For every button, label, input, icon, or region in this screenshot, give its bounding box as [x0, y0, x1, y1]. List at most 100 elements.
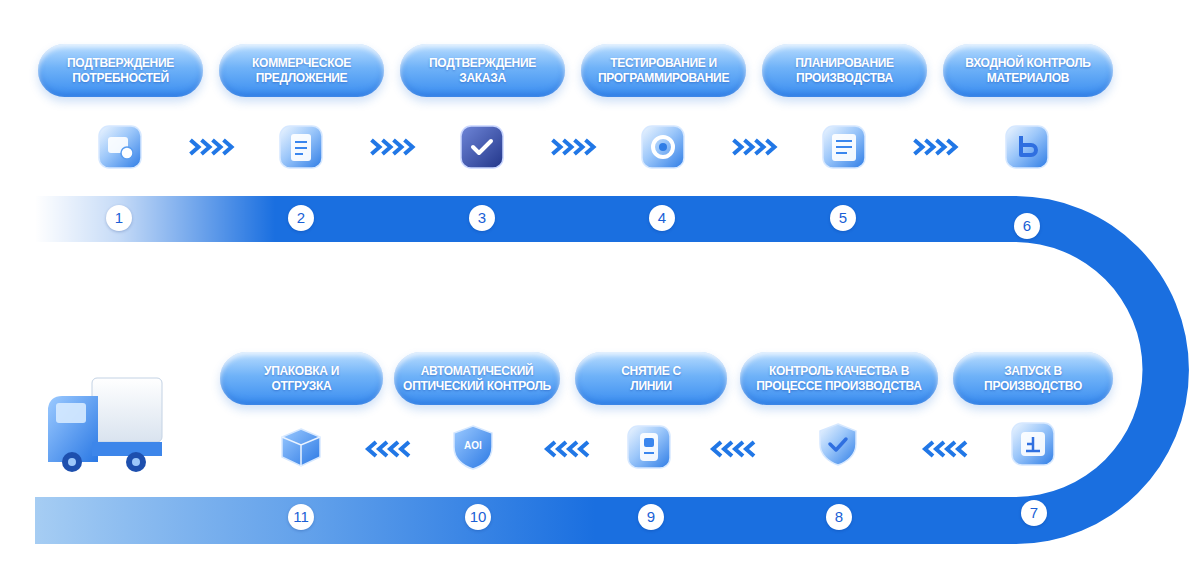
process-step: ПОДТВЕРЖДЕНИЕ ПОТРЕБНОСТЕЙ: [38, 44, 203, 180]
step-label: УПАКОВКА И ОТГРУЗКА: [247, 364, 357, 394]
process-step: СНЯТИЕ С ЛИНИИ: [575, 352, 727, 478]
step-number: 2: [288, 205, 314, 231]
step-icon: [461, 126, 503, 168]
step-icon: [282, 429, 320, 466]
icon-shield: [454, 426, 492, 469]
icon-tile: [99, 126, 141, 168]
icon-tile: [823, 126, 865, 168]
step-number: 1: [106, 205, 132, 231]
icon-glyph: [644, 438, 654, 447]
icon-shield: [820, 424, 856, 465]
step-number: 5: [830, 205, 856, 231]
process-step: ПОДТВЕРЖДЕНИЕ ЗАКАЗА: [400, 44, 565, 180]
icon-glyph: [295, 142, 307, 154]
flow-chevrons: [547, 442, 588, 456]
icon-tile: [628, 426, 670, 468]
flow-chevrons: [372, 140, 413, 154]
step-number: 11: [288, 504, 314, 530]
process-step: ПЛАНИРОВАНИЕ ПРОИЗВОДСТВА: [762, 44, 927, 180]
step-label: СНЯТИЕ С ЛИНИИ: [601, 364, 701, 394]
band-fade: [35, 196, 275, 242]
icon-glyph: [473, 141, 491, 153]
icon-tile: [1006, 126, 1048, 168]
flow-chevrons: [368, 442, 409, 456]
icon-tile: [461, 126, 503, 168]
step-label: ПЛАНИРОВАНИЕ ПРОИЗВОДСТВА: [770, 56, 920, 86]
icon-glyph: [291, 134, 311, 161]
truck-wheel: [62, 452, 82, 472]
step-number: 6: [1014, 213, 1040, 239]
process-step: ВХОДНОЙ КОНТРОЛЬ МАТЕРИАЛОВ: [943, 44, 1113, 180]
step-label: ЗАПУСК В ПРОИЗВОДСТВО: [963, 364, 1103, 394]
step-pill: ПОДТВЕРЖДЕНИЕ ЗАКАЗА: [400, 44, 565, 97]
icon-box: [282, 429, 320, 466]
icon-label: AOI: [458, 439, 488, 453]
process-band: [35, 196, 1189, 544]
icon-glyph: [830, 439, 846, 450]
step-icon: [1006, 126, 1048, 168]
process-step: ТЕСТИРОВАНИЕ И ПРОГРАММИРОВАНИЕ: [581, 44, 746, 180]
process-step: УПАКОВКА И ОТГРУЗКА: [220, 352, 383, 478]
step-number: 8: [826, 504, 852, 530]
step-pill: ВХОДНОЙ КОНТРОЛЬ МАТЕРИАЛОВ: [943, 44, 1113, 97]
step-label: КОНТРОЛЬ КАЧЕСТВА В ПРОЦЕССЕ ПРОИЗВОДСТВ…: [744, 364, 934, 394]
icon-glyph: [1021, 432, 1045, 456]
step-label: ПОДТВЕРЖДЕНИЕ ПОТРЕБНОСТЕЙ: [46, 56, 196, 86]
flow-chevrons: [553, 140, 594, 154]
step-icon: [280, 126, 322, 168]
icon-tile: [280, 126, 322, 168]
process-step: ЗАПУСК В ПРОИЗВОДСТВО: [953, 352, 1113, 478]
process-step: АВТОМАТИЧЕСКИЙ ОПТИЧЕСКИЙ КОНТРОЛЬ: [394, 352, 560, 478]
step-pill: КОНТРОЛЬ КАЧЕСТВА В ПРОЦЕССЕ ПРОИЗВОДСТВ…: [740, 352, 938, 405]
flow-chevrons: [713, 442, 754, 456]
truck-window: [56, 403, 86, 423]
step-pill: УПАКОВКА И ОТГРУЗКА: [220, 352, 383, 405]
icon-glyph: [640, 433, 658, 461]
step-icon: [823, 126, 865, 168]
icon-glyph: [1021, 136, 1036, 155]
step-icon: [1012, 423, 1054, 465]
icon-tile: [1012, 423, 1054, 465]
step-icon: [99, 126, 141, 168]
step-pill: ТЕСТИРОВАНИЕ И ПРОГРАММИРОВАНИЕ: [581, 44, 746, 97]
step-pill: ПОДТВЕРЖДЕНИЕ ПОТРЕБНОСТЕЙ: [38, 44, 203, 97]
step-pill: СНЯТИЕ С ЛИНИИ: [575, 352, 727, 405]
icon-glyph: [644, 452, 654, 454]
step-number: 3: [469, 205, 495, 231]
step-icon: [642, 126, 684, 168]
step-icon: [628, 426, 670, 468]
step-pill: КОММЕРЧЕСКОЕ ПРЕДЛОЖЕНИЕ: [219, 44, 384, 97]
step-pill: ПЛАНИРОВАНИЕ ПРОИЗВОДСТВА: [762, 44, 927, 97]
flow-chevrons: [925, 442, 966, 456]
icon-tile: [642, 126, 684, 168]
icon-glyph: [1026, 437, 1040, 451]
icon-glyph: [659, 143, 667, 151]
step-pill: АВТОМАТИЧЕСКИЙ ОПТИЧЕСКИЙ КОНТРОЛЬ: [394, 352, 560, 405]
step-number: 9: [638, 504, 664, 530]
step-number: 4: [649, 205, 675, 231]
step-label: ТЕСТИРОВАНИЕ И ПРОГРАММИРОВАНИЕ: [589, 56, 739, 86]
process-step: КОНТРОЛЬ КАЧЕСТВА В ПРОЦЕССЕ ПРОИЗВОДСТВ…: [740, 352, 938, 478]
band-fade: [35, 497, 595, 544]
step-label: КОММЕРЧЕСКОЕ ПРЕДЛОЖЕНИЕ: [242, 56, 362, 86]
icon-glyph: [282, 437, 320, 466]
icon-glyph: [653, 137, 673, 157]
step-number: 7: [1021, 500, 1047, 526]
icon-glyph: [121, 147, 133, 159]
step-icon: [454, 426, 492, 469]
step-label: ВХОДНОЙ КОНТРОЛЬ МАТЕРИАЛОВ: [953, 56, 1103, 86]
process-step: КОММЕРЧЕСКОЕ ПРЕДЛОЖЕНИЕ: [219, 44, 384, 180]
flow-chevrons: [915, 140, 956, 154]
delivery-truck: [48, 378, 162, 472]
step-number: 10: [465, 504, 491, 530]
step-icon: [820, 424, 856, 465]
flow-chevrons: [734, 140, 775, 154]
truck-hub: [68, 458, 76, 466]
truck-cargo: [92, 378, 162, 442]
step-label: ПОДТВЕРЖДЕНИЕ ЗАКАЗА: [418, 56, 548, 86]
icon-glyph: [832, 134, 856, 161]
flow-chevrons: [191, 140, 232, 154]
truck-wheel: [126, 452, 146, 472]
truck-chassis: [92, 442, 162, 456]
